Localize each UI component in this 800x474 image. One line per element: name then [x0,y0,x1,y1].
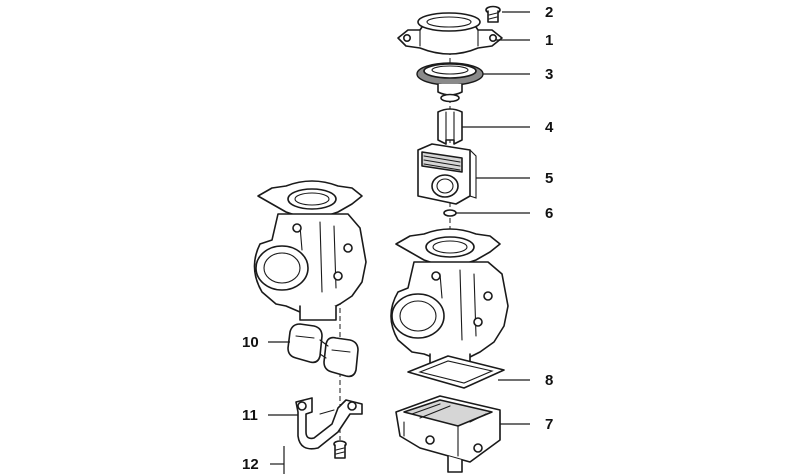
callout-numbers: 2 1 3 4 5 6 8 7 10 11 12 [242,4,554,473]
callout-4: 4 [545,119,554,136]
callout-6: 6 [545,205,553,222]
callout-2: 2 [545,4,553,21]
callout-1: 1 [545,32,553,49]
top-cover [397,12,503,55]
float-pair [287,323,359,378]
slide-body [417,143,477,205]
o-ring [443,209,457,217]
carburetor-body-left [253,180,367,321]
callout-11: 11 [242,407,258,424]
leader-lines [268,11,530,474]
callout-8: 8 [545,372,553,389]
carburetor-body-right [390,228,509,371]
callout-10: 10 [242,334,259,351]
callout-5: 5 [545,170,553,187]
float-bowl [395,395,501,473]
diaphragm [416,62,484,103]
callout-7: 7 [545,416,553,433]
cover-screw [485,5,501,23]
main-jet [333,440,347,459]
float-bowl-gasket [407,355,505,389]
callout-3: 3 [545,66,553,83]
float-arm-bracket [295,397,363,450]
callout-12: 12 [242,456,259,473]
throttle-slide [437,108,463,145]
